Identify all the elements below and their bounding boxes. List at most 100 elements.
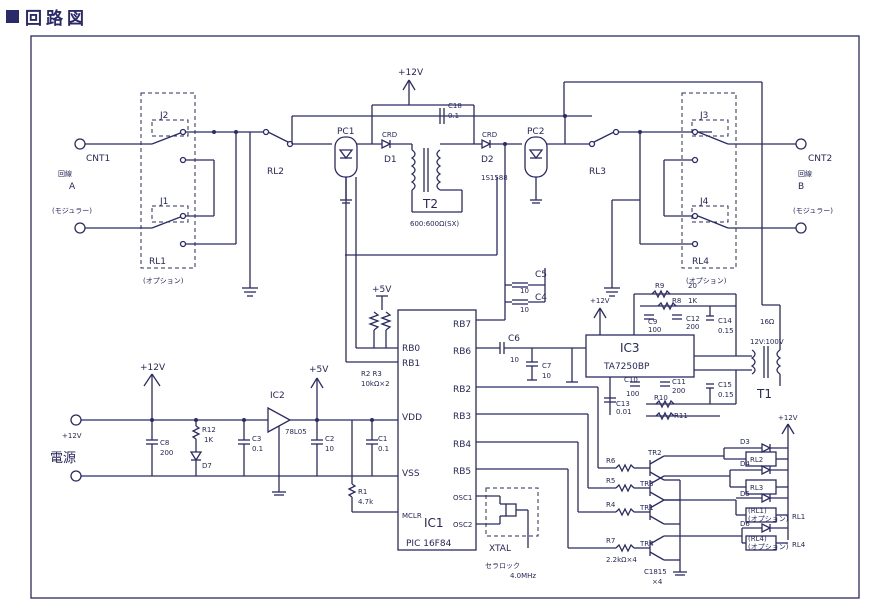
label-t1: T1: [756, 387, 772, 401]
label-12v-top: +12V: [398, 68, 424, 78]
label-ic2: IC2: [270, 391, 285, 401]
label-r7: R7: [606, 537, 615, 545]
label-d2-part: 1S1588: [481, 174, 508, 182]
label-c6-val: 10: [510, 356, 519, 364]
photocoupler-pc1: [334, 136, 358, 178]
label-rb2: RB2: [453, 385, 471, 395]
label-5v-r2r3: +5V: [372, 285, 392, 295]
label-c18: C18: [448, 102, 462, 110]
label-c7: C7: [542, 362, 551, 370]
label-12v-in: +12V: [62, 432, 82, 440]
capacitor-c13: [604, 397, 616, 403]
label-c1: C1: [378, 435, 387, 443]
label-c12: C12: [686, 315, 700, 323]
capacitor-c4-c5: [505, 268, 546, 305]
label-c2: C2: [325, 435, 334, 443]
schematic-frame: [30, 35, 860, 599]
crystal-xtal: [476, 495, 529, 548]
diode-d6: [742, 522, 788, 534]
capacitor-c7: [526, 348, 538, 381]
j4-box: [691, 205, 729, 223]
j1-box: [151, 205, 189, 223]
diode-d4: [730, 464, 788, 476]
capacitor-c1: [366, 420, 378, 476]
coil-rl2: [723, 448, 788, 467]
label-rl2-coil: RL2: [750, 456, 763, 464]
label-pc1: PC1: [337, 127, 354, 137]
label-c9: C9: [648, 318, 657, 326]
label-j3: J3: [699, 111, 708, 121]
label-rl1-coil-opt: (オプション): [748, 515, 789, 523]
label-r6: R6: [606, 457, 616, 465]
capacitor-c10: [630, 381, 640, 387]
label-c4: C4: [535, 293, 547, 303]
rl4-switch-contacts: [611, 128, 729, 288]
label-r5: R5: [606, 477, 615, 485]
label-d2: D2: [481, 155, 494, 165]
xtal-box: [485, 487, 539, 537]
label-5v-vdd: +5V: [309, 365, 329, 375]
label-c3-val: 0.1: [252, 445, 263, 453]
label-r10: R10: [654, 394, 668, 402]
capacitor-c11: [660, 381, 670, 387]
label-rb7: RB7: [453, 320, 471, 330]
label-r8-val: 1K: [688, 297, 697, 305]
label-rl1-out: RL1: [792, 513, 805, 521]
label-pc2: PC2: [527, 127, 544, 137]
label-tr-qty: ×4: [652, 578, 663, 586]
label-c11-val: 200: [672, 387, 685, 395]
label-c7-val: 10: [542, 372, 551, 380]
capacitor-c8: [146, 420, 158, 476]
transformer-t1: [750, 304, 782, 386]
label-12v-ic3: +12V: [590, 297, 610, 305]
ground-pc2: [530, 199, 542, 204]
ground-rl1: [242, 287, 258, 297]
ground-ic2: [272, 491, 286, 496]
label-c5: C5: [535, 270, 547, 280]
supply-12v-tr: [781, 423, 795, 540]
label-r12: R12: [202, 426, 216, 434]
ic2-regulator: [267, 406, 292, 492]
label-c14-val: 0.15: [718, 327, 734, 335]
resistor-r6: [598, 463, 650, 473]
label-c8: C8: [160, 439, 169, 447]
capacitor-c9: [644, 314, 654, 320]
diode-d3: [724, 442, 788, 454]
label-rl4-out: RL4: [792, 541, 806, 549]
page-title: 回路図: [6, 4, 88, 29]
label-rb4: RB4: [453, 440, 471, 450]
label-opt-rl1: (オプション): [143, 277, 184, 285]
label-crd2: CRD: [482, 131, 497, 139]
label-r7-val: 2.2kΩ×4: [606, 556, 637, 564]
label-ic1-part: PIC 16F84: [406, 539, 452, 549]
label-tr1: TR1: [639, 504, 654, 512]
rl2-switch: [262, 128, 294, 148]
coil-rl1: [735, 500, 788, 523]
label-rl1: RL1: [149, 257, 166, 267]
label-line-b-2: B: [798, 182, 804, 192]
label-r12-val: 1K: [204, 436, 213, 444]
transistor-tr4: [649, 535, 665, 561]
label-c14: C14: [718, 317, 732, 325]
j2-box: [151, 119, 189, 137]
label-osc1: OSC1: [453, 494, 472, 502]
label-rl2: RL2: [267, 167, 284, 177]
label-c3: C3: [252, 435, 261, 443]
supply-12v-left: [143, 373, 161, 420]
supply-12v-top: [402, 79, 416, 105]
transistor-tr2: [649, 455, 665, 481]
label-t2-spec: 600:600Ω(SX): [410, 220, 459, 228]
rl4-option-box: [681, 92, 737, 269]
rl1-option-box: [140, 92, 196, 269]
label-cnt2: CNT2: [808, 154, 832, 164]
label-12v-tr: +12V: [778, 414, 798, 422]
label-c1-val: 0.1: [378, 445, 389, 453]
label-line-b-1: 回線: [798, 169, 812, 178]
capacitor-c15: [706, 383, 714, 404]
label-c4-val: 10: [520, 306, 529, 314]
supply-12v-ic3: [593, 307, 607, 335]
capacitor-c6: [499, 342, 505, 354]
label-ic1: IC1: [424, 516, 444, 530]
label-d5: D5: [740, 490, 750, 498]
